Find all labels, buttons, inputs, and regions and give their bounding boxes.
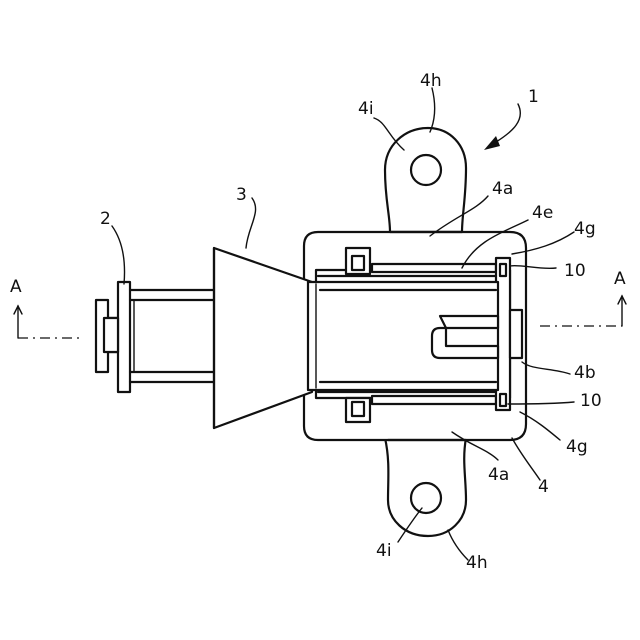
label-4h-top: 4h [420,71,442,91]
label-4a-bottom: 4a [488,465,509,485]
label-4e: 4e [532,203,553,223]
label-4: 4 [538,477,549,497]
label-1: 1 [528,87,539,107]
label-4i-bottom: 4i [376,541,392,561]
label-2: 2 [100,209,111,229]
label-a-right: A [614,269,626,289]
label-4i-top: 4i [358,99,374,119]
label-4h-bottom: 4h [466,553,488,573]
label-a-left: A [10,277,22,297]
label-4g-top: 4g [574,219,596,239]
label-3: 3 [236,185,247,205]
part-2-pin [96,282,214,392]
label-4a-top: 4a [492,179,513,199]
label-10-top: 10 [564,261,586,281]
label-4g-bottom: 4g [566,437,588,457]
label-4b: 4b [574,363,596,383]
label-10-bottom: 10 [580,391,602,411]
